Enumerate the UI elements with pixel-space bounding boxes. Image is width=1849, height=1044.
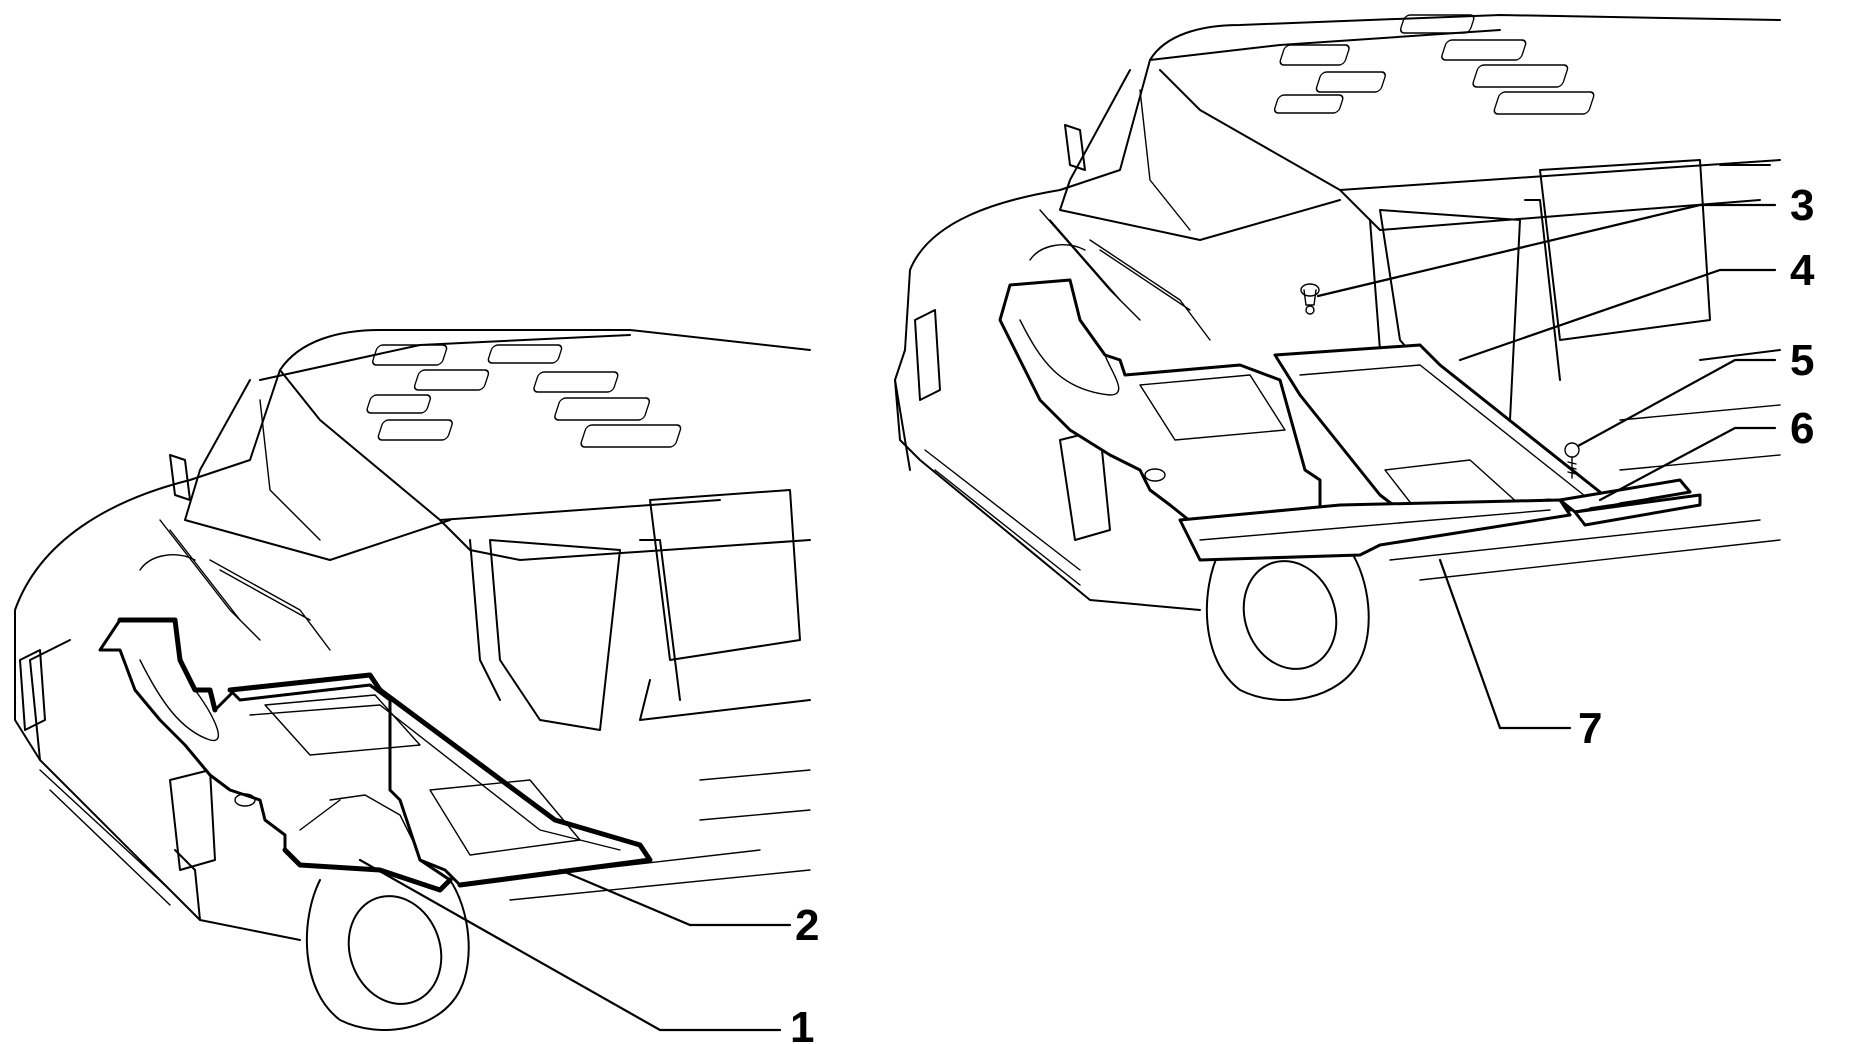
leader-line-5 <box>1576 358 1777 448</box>
callout-6: 6 <box>1790 404 1814 453</box>
leader-line-4 <box>1458 268 1777 362</box>
leader-line-6 <box>1598 426 1777 502</box>
leader-line-7 <box>1438 558 1572 730</box>
screw-part-5 <box>1564 442 1580 479</box>
callout-3: 3 <box>1790 181 1814 230</box>
step-plate-part-6 <box>1558 478 1702 527</box>
callout-1: 1 <box>790 1003 814 1044</box>
roof-vents-left <box>366 344 682 448</box>
leader-line-1 <box>358 858 782 1032</box>
floor-part-7 <box>1178 498 1572 562</box>
right-van-view <box>894 14 1781 730</box>
callout-7: 7 <box>1578 704 1602 753</box>
left-front-wheel <box>305 879 470 1031</box>
roof-vents-right <box>1273 14 1595 115</box>
leader-line-3 <box>1316 203 1777 298</box>
floor-mat-part-1 <box>98 617 453 893</box>
floor-mat-part-2 <box>227 672 653 888</box>
right-front-wheel <box>1205 549 1370 701</box>
leader-line-2 <box>558 868 792 927</box>
footwell-mat-part <box>998 278 1322 527</box>
left-van-view <box>14 329 811 1032</box>
callout-4: 4 <box>1790 246 1815 295</box>
callout-5: 5 <box>1790 336 1814 385</box>
clip-part-3 <box>1300 283 1320 315</box>
callout-2: 2 <box>795 901 819 950</box>
